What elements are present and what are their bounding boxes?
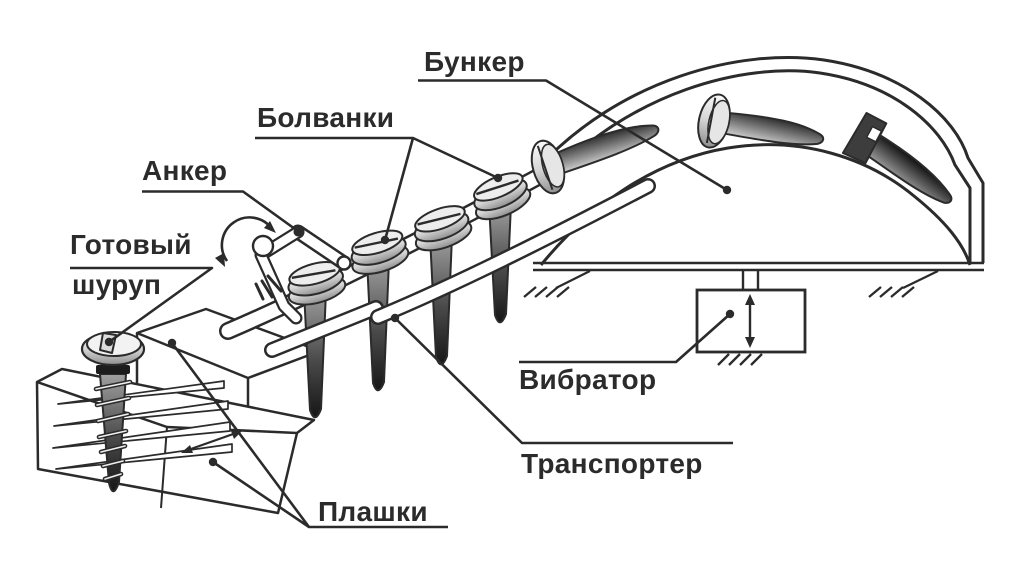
callout-dot bbox=[380, 235, 390, 245]
callout-dot bbox=[390, 313, 400, 323]
leader-bunker bbox=[418, 79, 732, 195]
bunker-screw bbox=[697, 93, 825, 149]
screw-blank bbox=[350, 229, 410, 275]
vibration-arrow-icon bbox=[745, 294, 755, 348]
label-finished-screw-line2: шуруп bbox=[72, 269, 162, 300]
rotation-arrow-icon bbox=[215, 216, 276, 267]
claw-loop bbox=[251, 234, 275, 258]
anchor-linkage bbox=[215, 216, 352, 325]
label-vibrator: Вибратор bbox=[519, 364, 657, 395]
callout-dot bbox=[167, 338, 177, 348]
leader-dies bbox=[167, 338, 448, 529]
callout-dot bbox=[208, 457, 218, 467]
anchor-pivot bbox=[336, 255, 352, 271]
finished-screw-drawing bbox=[80, 331, 146, 493]
screw-blank bbox=[473, 172, 532, 221]
claw bbox=[254, 274, 283, 301]
base-plate bbox=[533, 261, 984, 272]
leader-blanks bbox=[255, 136, 503, 245]
blank-shanks bbox=[302, 203, 513, 419]
chute-screw-dark bbox=[841, 112, 953, 204]
label-anchor: Анкер bbox=[142, 155, 228, 186]
leader-finished-screw bbox=[70, 266, 214, 347]
leader-conveyor bbox=[390, 313, 733, 445]
label-blanks: Болванки bbox=[257, 102, 395, 133]
bunker-outer-wall bbox=[534, 56, 985, 263]
screw-threads bbox=[93, 379, 133, 482]
entrance-screw bbox=[530, 124, 660, 195]
screw-blank bbox=[413, 205, 473, 252]
vibrator-box bbox=[695, 271, 807, 366]
bunker-inner-wall bbox=[545, 69, 972, 263]
label-finished-screw-line1: Готовый bbox=[70, 229, 192, 260]
die-thread-grooves bbox=[52, 380, 233, 470]
label-bunker: Бункер bbox=[424, 46, 525, 77]
callout-dot bbox=[722, 185, 732, 195]
label-dies: Плашки bbox=[318, 496, 428, 527]
leader-vibrator bbox=[519, 309, 735, 364]
callout-dot bbox=[293, 227, 303, 237]
label-conveyor: Транспортер bbox=[521, 448, 703, 479]
callout-dot bbox=[104, 337, 114, 347]
support-hatch-left bbox=[523, 269, 591, 298]
leader-anchor bbox=[142, 190, 296, 231]
conveyor-rail-front bbox=[264, 178, 656, 358]
callout-dot bbox=[493, 173, 503, 183]
screw-blank bbox=[287, 261, 347, 306]
vibrator-hatch bbox=[717, 353, 763, 366]
callout-dot bbox=[725, 309, 735, 319]
support-hatch-right bbox=[868, 269, 939, 298]
